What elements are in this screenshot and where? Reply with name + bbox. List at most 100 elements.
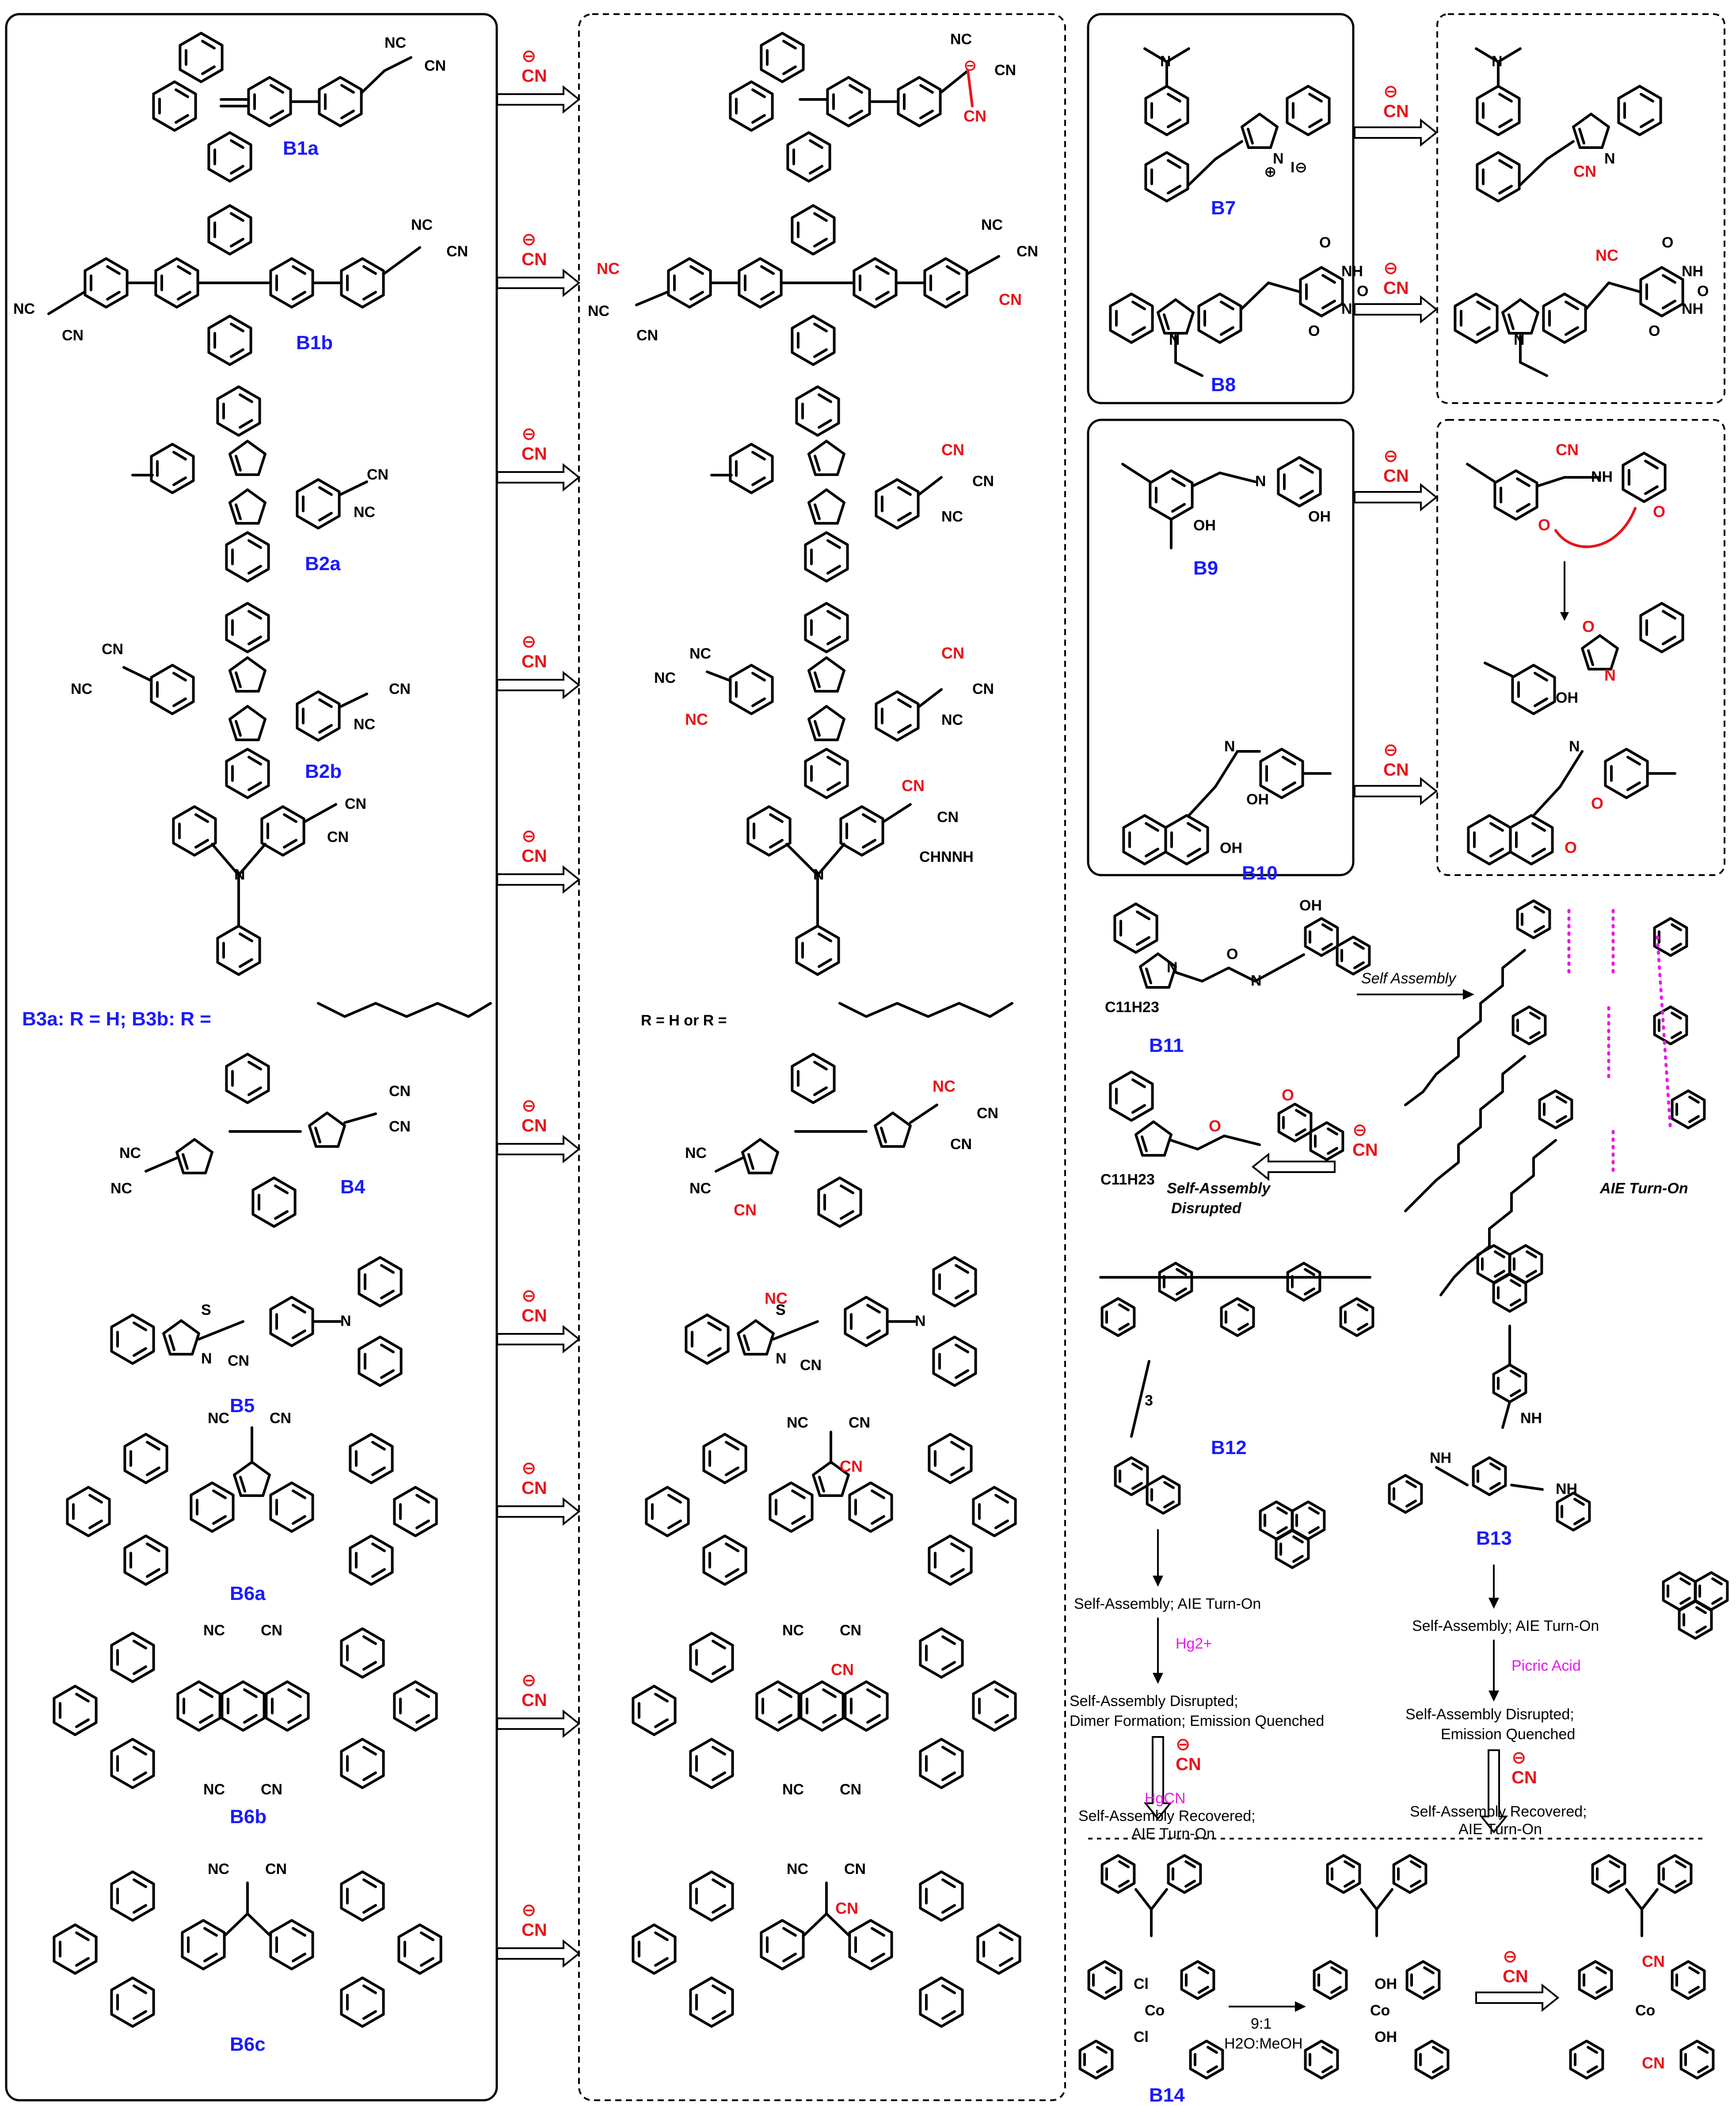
structure-b12 bbox=[1099, 1263, 1373, 1513]
structure-b10-product bbox=[1468, 749, 1676, 864]
atom-o: O bbox=[1357, 283, 1368, 300]
structure-b1a bbox=[153, 33, 412, 181]
atom-nc: NC bbox=[685, 1145, 707, 1162]
disrupted-label-line2: Disrupted bbox=[1171, 1200, 1242, 1217]
structure-b9-benzoxazole bbox=[1484, 603, 1683, 714]
atom-cn-added: CN bbox=[831, 1660, 854, 1679]
arrowhead bbox=[1489, 1691, 1499, 1702]
atom-cn: CN bbox=[389, 1118, 411, 1135]
atom-nh: NH bbox=[1430, 1450, 1451, 1466]
label-b12: B12 bbox=[1211, 1437, 1247, 1459]
structure-b6c bbox=[54, 1872, 441, 2026]
atom-nh: NH bbox=[1520, 1410, 1542, 1427]
structure-b6a-product bbox=[646, 1431, 1015, 1584]
atom-co: Co bbox=[1370, 2002, 1390, 2019]
cyanide-label: CN bbox=[522, 1478, 547, 1498]
atom-cn: CN bbox=[102, 641, 123, 658]
atom-nc-added: NC bbox=[933, 1077, 956, 1095]
cyanide-label: CN bbox=[1383, 278, 1409, 298]
b13-step3-line2: AIE Turn-On bbox=[1458, 1821, 1542, 1838]
atom-cn: CN bbox=[424, 57, 446, 74]
b13-step2-line2: Emission Quenched bbox=[1441, 1726, 1575, 1743]
b13-step3-line1: Self-Assembly Recovered; bbox=[1410, 1803, 1587, 1820]
aie-turn-on-label: AIE Turn-On bbox=[1599, 1180, 1688, 1197]
atom-o: O bbox=[1319, 234, 1331, 251]
atom-oh: OH bbox=[1299, 897, 1322, 914]
label-b13: B13 bbox=[1476, 1527, 1512, 1549]
panel-b9-b10-reactants bbox=[1087, 419, 1355, 876]
atom-cn: CN bbox=[265, 1861, 287, 1878]
label-b10: B10 bbox=[1242, 862, 1278, 884]
atom-n-plus: ⊕ bbox=[1264, 164, 1277, 180]
structure-b5 bbox=[111, 1257, 401, 1386]
label-b5: B5 bbox=[230, 1395, 255, 1417]
atom-cn-added: CN bbox=[734, 1201, 757, 1219]
cyanide-charge: ⊖ bbox=[522, 230, 537, 249]
atom-cn: CN bbox=[345, 796, 366, 812]
label-b6b: B6b bbox=[230, 1806, 266, 1828]
atom-nc: NC bbox=[71, 681, 92, 697]
cyanide-label: CN bbox=[1352, 1140, 1378, 1160]
structure-b14-hydroxo bbox=[1306, 1855, 1448, 2078]
atom-cn-added: CN bbox=[1642, 2054, 1665, 2072]
structure-b6b-product bbox=[633, 1629, 1015, 1788]
atom-cn: CN bbox=[270, 1410, 291, 1427]
label-b2b: B2b bbox=[305, 761, 342, 782]
atom-nc-added: NC bbox=[765, 1289, 788, 1307]
structure-b11-aggregate bbox=[1404, 901, 1704, 1296]
atom-cn: CN bbox=[840, 1781, 861, 1798]
atom-cn: CN bbox=[389, 681, 411, 697]
atom-cn-added: CN bbox=[1642, 1952, 1665, 1970]
b12-reagent: Hg2+ bbox=[1176, 1635, 1212, 1652]
atom-nc: NC bbox=[787, 1414, 808, 1431]
atom-cn-added: CN bbox=[941, 644, 964, 662]
b14-solvent-ratio: 9:1 bbox=[1251, 2015, 1272, 2032]
atom-cn-added: CN bbox=[941, 441, 964, 459]
structure-b6a bbox=[67, 1426, 436, 1584]
panel-b7-b8-reactants bbox=[1087, 13, 1355, 404]
atom-n: N bbox=[1604, 666, 1616, 684]
atom-cn: CN bbox=[937, 809, 959, 826]
atom-nc: NC bbox=[203, 1781, 225, 1798]
disrupted-label-line1: Self-Assembly bbox=[1167, 1180, 1271, 1197]
atom-nc: NC bbox=[689, 1180, 711, 1197]
atom-c11h23: C11H23 bbox=[1105, 999, 1159, 1016]
atom-cn-added: CN bbox=[999, 290, 1022, 308]
structure-b6b bbox=[54, 1629, 436, 1788]
carbanion-charge: ⊖ bbox=[963, 56, 977, 74]
structure-b10 bbox=[1123, 749, 1332, 864]
label-b1b: B1b bbox=[296, 332, 333, 354]
atom-nc: NC bbox=[782, 1622, 804, 1639]
label-b3: B3a: R = H; B3b: R = bbox=[22, 1008, 211, 1030]
cyanide-charge: ⊖ bbox=[522, 826, 537, 846]
atom-cn: CN bbox=[367, 466, 388, 483]
cyanide-charge: ⊖ bbox=[522, 424, 537, 444]
atom-nc: NC bbox=[13, 301, 35, 317]
atom-n: N bbox=[1251, 972, 1262, 989]
structure-b8-product bbox=[1455, 267, 1683, 377]
atom-cl: Cl bbox=[1134, 1976, 1149, 1992]
atom-oh: OH bbox=[1220, 840, 1242, 857]
atom-cn: CN bbox=[1016, 243, 1038, 260]
cyanide-label: CN bbox=[522, 1306, 547, 1325]
atom-cn: CN bbox=[972, 681, 994, 697]
atom-cn-added: CN bbox=[963, 107, 986, 125]
atom-o-minus: O bbox=[1565, 838, 1577, 857]
atom-nh: NH bbox=[1682, 263, 1703, 280]
structure-b2a-product bbox=[710, 387, 943, 581]
cyanide-label: CN bbox=[1383, 102, 1409, 121]
label-b6c: B6c bbox=[230, 2034, 266, 2055]
atom-cl: Cl bbox=[1134, 2029, 1149, 2045]
cyanide-label: CN bbox=[522, 1691, 547, 1710]
cyanide-charge: ⊖ bbox=[522, 1900, 537, 1920]
cyanide-charge: ⊖ bbox=[1176, 1735, 1191, 1754]
atom-iodide: I⊖ bbox=[1291, 159, 1307, 176]
arrowhead bbox=[1560, 612, 1569, 621]
cyanide-charge: ⊖ bbox=[522, 46, 537, 66]
arrowhead bbox=[1153, 1576, 1163, 1587]
structure-b4 bbox=[145, 1054, 377, 1226]
label-b11: B11 bbox=[1149, 1035, 1184, 1056]
atom-cn-added: CN bbox=[835, 1899, 858, 1917]
atom-nc-added: NC bbox=[597, 259, 620, 278]
cyanide-label: CN bbox=[522, 444, 547, 464]
